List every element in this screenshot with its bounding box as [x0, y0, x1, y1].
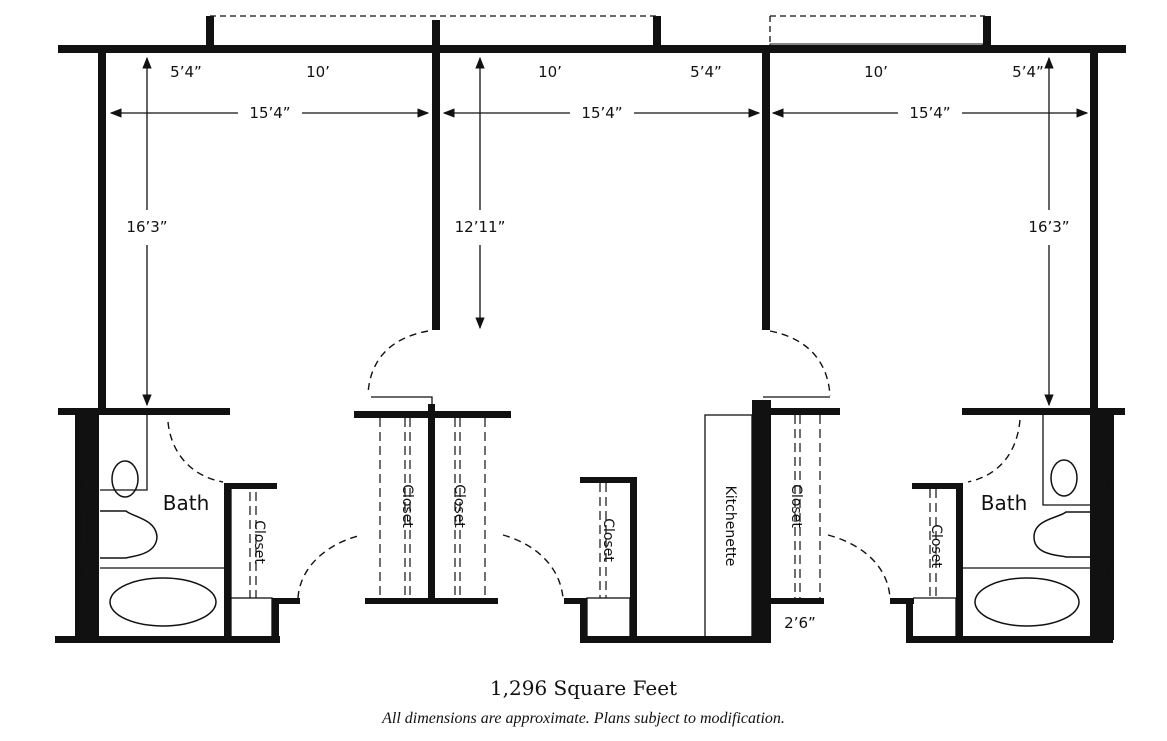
- window-mullions: [206, 16, 991, 48]
- dimension-arrows: [109, 56, 1089, 407]
- closet-label-2: Closet: [399, 484, 415, 528]
- dimension-top-6: 5’4”: [1012, 63, 1044, 81]
- dimension-top-2: 10’: [306, 63, 330, 81]
- dimension-width-center: 15’4”: [581, 104, 622, 122]
- dimension-depth-center: 12’11”: [455, 218, 506, 236]
- dimension-depth-right: 16’3”: [1028, 218, 1069, 236]
- closet-label-5: Closet: [788, 484, 804, 528]
- dimension-small: 2’6”: [784, 614, 816, 632]
- dimension-top-5: 10’: [864, 63, 888, 81]
- dimension-top-4: 5’4”: [690, 63, 722, 81]
- toilet-bowl-right: [1050, 459, 1078, 497]
- bath-fixtures: [100, 459, 1090, 627]
- dimension-top-3: 10’: [538, 63, 562, 81]
- tub-left: [109, 577, 217, 627]
- door-swings: [167, 330, 1021, 599]
- dimension-width-right: 15’4”: [909, 104, 950, 122]
- fixtures: [80, 396, 1110, 639]
- dimension-width-left: 15’4”: [249, 104, 290, 122]
- room-label-bath-left: Bath: [163, 491, 210, 515]
- floor-plan: 5’4” 10’ 10’ 5’4” 10’ 5’4” 15’4” 15’4” 1…: [55, 15, 1126, 643]
- sink-left: [100, 510, 158, 559]
- closet-label-3: Closet: [451, 484, 467, 528]
- room-label-bath-right: Bath: [981, 491, 1028, 515]
- tub-right: [974, 577, 1080, 627]
- window-outlines: [210, 15, 985, 48]
- closet-rods: [249, 415, 937, 598]
- toilet-bowl-left: [111, 460, 139, 498]
- walls: [55, 45, 1126, 643]
- kitchenette-label: Kitchenette: [722, 486, 738, 567]
- closet-label-4: Closet: [600, 518, 616, 562]
- square-footage: 1,296 Square Feet: [489, 676, 678, 700]
- closet-label-6: Closet: [928, 524, 944, 568]
- disclaimer-note: All dimensions are approximate. Plans su…: [382, 710, 785, 727]
- closet-label-1: Closet: [251, 520, 267, 564]
- dimension-depth-left: 16’3”: [126, 218, 167, 236]
- sink-right: [1033, 511, 1090, 558]
- dimension-top-1: 5’4”: [170, 63, 202, 81]
